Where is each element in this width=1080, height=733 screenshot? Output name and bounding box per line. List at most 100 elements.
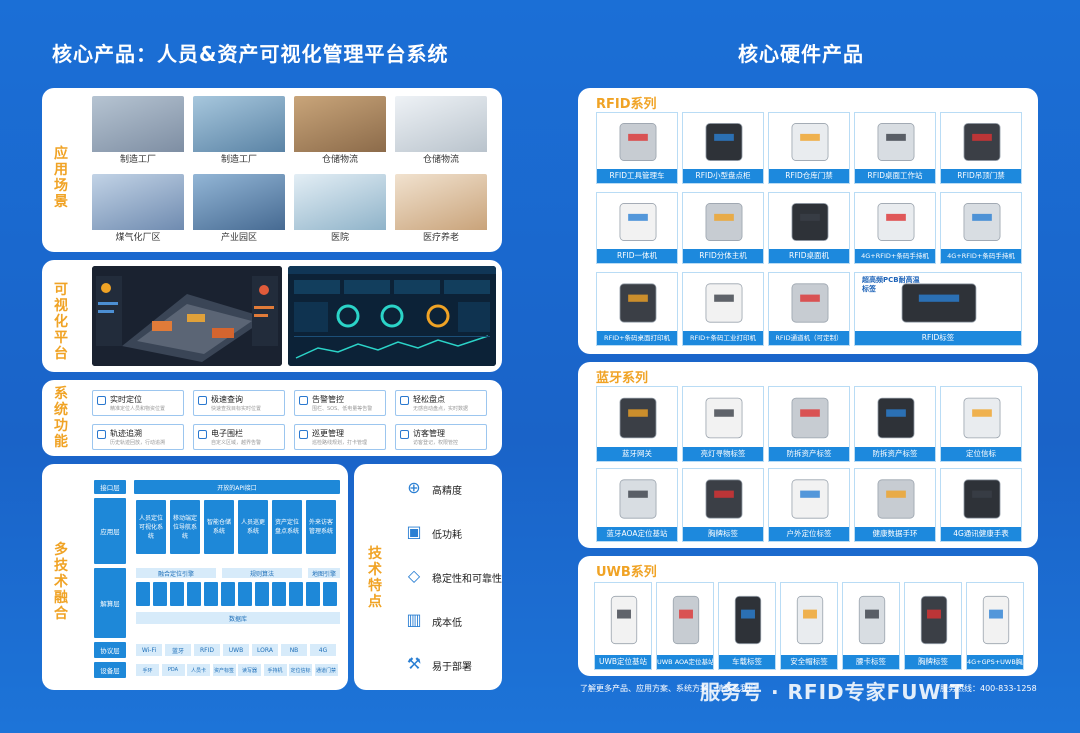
- parse-cell: [272, 582, 286, 606]
- product-caption: 安全帽标签: [781, 655, 837, 669]
- app-box: 人员定位可视化系统: [136, 500, 166, 554]
- parse-cell: [170, 582, 184, 606]
- product-caption: 4G通讯健康手表: [941, 527, 1021, 541]
- product-photo: [595, 583, 651, 657]
- architecture-panel: 多技术融合 接口层应用层解算层协议层设备层开放的API接口人员定位可视化系统移动…: [42, 464, 348, 690]
- product-caption: 蓝牙网关: [597, 447, 677, 461]
- device-box: PDA: [161, 664, 185, 676]
- product-caption: RFID吊顶门禁: [941, 169, 1021, 183]
- rfid-label-text: 超高频PCB耐高温标签: [862, 276, 920, 293]
- parse-cell: [204, 582, 218, 606]
- function-icon: [400, 430, 409, 439]
- product-photo: [719, 583, 775, 657]
- product-photo: [843, 583, 899, 657]
- app-box: 移动端定位导航系统: [170, 500, 200, 554]
- product-caption: RFID仓库门禁: [769, 169, 849, 183]
- parse-cell: [306, 582, 320, 606]
- function-title: 实时定位: [110, 395, 142, 404]
- feature-text: 稳定性和可靠性: [432, 574, 502, 585]
- function-card: 轻松盘点无感自动盘点，实时数据: [395, 390, 487, 416]
- function-card: 电子围栏自定义区域，越界告警: [193, 424, 285, 450]
- hotline: 服务热线：400-833-1258: [940, 684, 1037, 693]
- function-title: 访客管理: [413, 429, 445, 438]
- function-title: 轻松盘点: [413, 395, 445, 404]
- platform-screen-3d: [92, 266, 282, 366]
- product-card: RFID一体机: [596, 192, 678, 264]
- left-title: 核心产品：人员&资产可视化管理平台系统: [52, 42, 449, 66]
- product-caption: 4G+GPS+UWB胸牌标签: [967, 655, 1023, 669]
- product-card: RFID工具管理车: [596, 112, 678, 184]
- scene-caption: 产业园区: [193, 230, 285, 246]
- parse-head: 融合定位引擎: [136, 568, 216, 578]
- product-card: 车载标签: [718, 582, 776, 670]
- product-photo: [941, 469, 1021, 529]
- function-icon: [198, 430, 207, 439]
- scene-photo: [294, 96, 386, 152]
- product-card: RFID小型盘点柜: [682, 112, 764, 184]
- product-caption: 胸牌标签: [683, 527, 763, 541]
- function-icon: [400, 396, 409, 405]
- product-caption: RFID桌面机: [769, 249, 849, 263]
- product-caption: UWB AOA定位基站: [657, 655, 713, 669]
- api-bar: 开放的API接口: [134, 480, 340, 494]
- product-photo: [855, 273, 1021, 333]
- product-caption: 4G+RFID+条码手持机: [855, 249, 935, 263]
- product-card: 安全帽标签: [780, 582, 838, 670]
- function-desc: 快速查找目标实时位置: [211, 406, 262, 412]
- function-desc: 围栏、SOS、低电量等告警: [312, 406, 373, 412]
- feature-icon: ◇: [407, 566, 421, 585]
- scene-photo: [193, 174, 285, 230]
- layer-label: 接口层: [94, 480, 126, 494]
- features-panel: 技术特点 ⊕高精度▣低功耗◇稳定性和可靠性▥成本低⚒易于部署: [354, 464, 502, 690]
- product-caption: 户外定位标签: [769, 527, 849, 541]
- parse-cell: [323, 582, 337, 606]
- scene-card: 煤气化厂区: [92, 174, 184, 246]
- product-caption: 亮灯寻物标签: [683, 447, 763, 461]
- product-photo: [855, 469, 935, 529]
- rfid-panel: RFID系列 RFID工具管理车 RFID小型盘点柜 RFID仓库门禁 RFID…: [578, 88, 1038, 354]
- product-caption: 腰卡标签: [843, 655, 899, 669]
- feature-text: 易于部署: [432, 662, 472, 673]
- product-photo: [855, 113, 935, 171]
- function-card: 轨迹追溯历史轨迹回放，行动追溯: [92, 424, 184, 450]
- function-card: 访客管理访客登记，权限管控: [395, 424, 487, 450]
- scene-caption: 仓储物流: [395, 152, 487, 168]
- product-caption: RFID工具管理车: [597, 169, 677, 183]
- parse-cell: [136, 582, 150, 606]
- product-card: RFID桌面工作站: [854, 112, 936, 184]
- product-card: 健康数据手环: [854, 468, 936, 542]
- product-photo: [769, 193, 849, 251]
- feature-icon: ⚒: [406, 654, 422, 673]
- product-card: 定位信标: [940, 386, 1022, 462]
- scene-card: 医疗养老: [395, 174, 487, 246]
- protocol-box: UWB: [223, 644, 249, 656]
- product-photo: [683, 273, 763, 333]
- parse-cell: [221, 582, 235, 606]
- product-caption: RFID+条码桌面打印机: [597, 331, 677, 345]
- platform-panel: 可视化平台: [42, 260, 502, 372]
- product-card: RFID+条码工业打印机: [682, 272, 764, 346]
- function-icon: [299, 396, 308, 405]
- product-card: 胸牌标签: [904, 582, 962, 670]
- layer-label: 应用层: [94, 498, 126, 564]
- product-caption: 防拆资产标签: [769, 447, 849, 461]
- feature-text: 低功耗: [432, 530, 462, 541]
- scene-photo: [294, 174, 386, 230]
- footer-note: 了解更多产品、应用方案、系统方案，请联系我们: [580, 684, 756, 693]
- product-photo: [597, 193, 677, 251]
- function-icon: [299, 430, 308, 439]
- layer-label: 解算层: [94, 568, 126, 638]
- scene-photo: [395, 96, 487, 152]
- tech-label: 技术特点: [368, 546, 382, 610]
- product-card: 胸牌标签: [682, 468, 764, 542]
- feature-text: 成本低: [432, 618, 462, 629]
- product-card: RFID仓库门禁: [768, 112, 850, 184]
- product-card: 4G+GPS+UWB胸牌标签: [966, 582, 1024, 670]
- device-box: 人员卡: [187, 664, 210, 676]
- product-card: 4G+RFID+条码手持机: [854, 192, 936, 264]
- product-photo: [769, 469, 849, 529]
- scene-card: 医院: [294, 174, 386, 246]
- feature-icon: ⊕: [407, 478, 421, 497]
- uwb-title: UWB系列: [596, 565, 657, 580]
- scene-card: 产业园区: [193, 174, 285, 246]
